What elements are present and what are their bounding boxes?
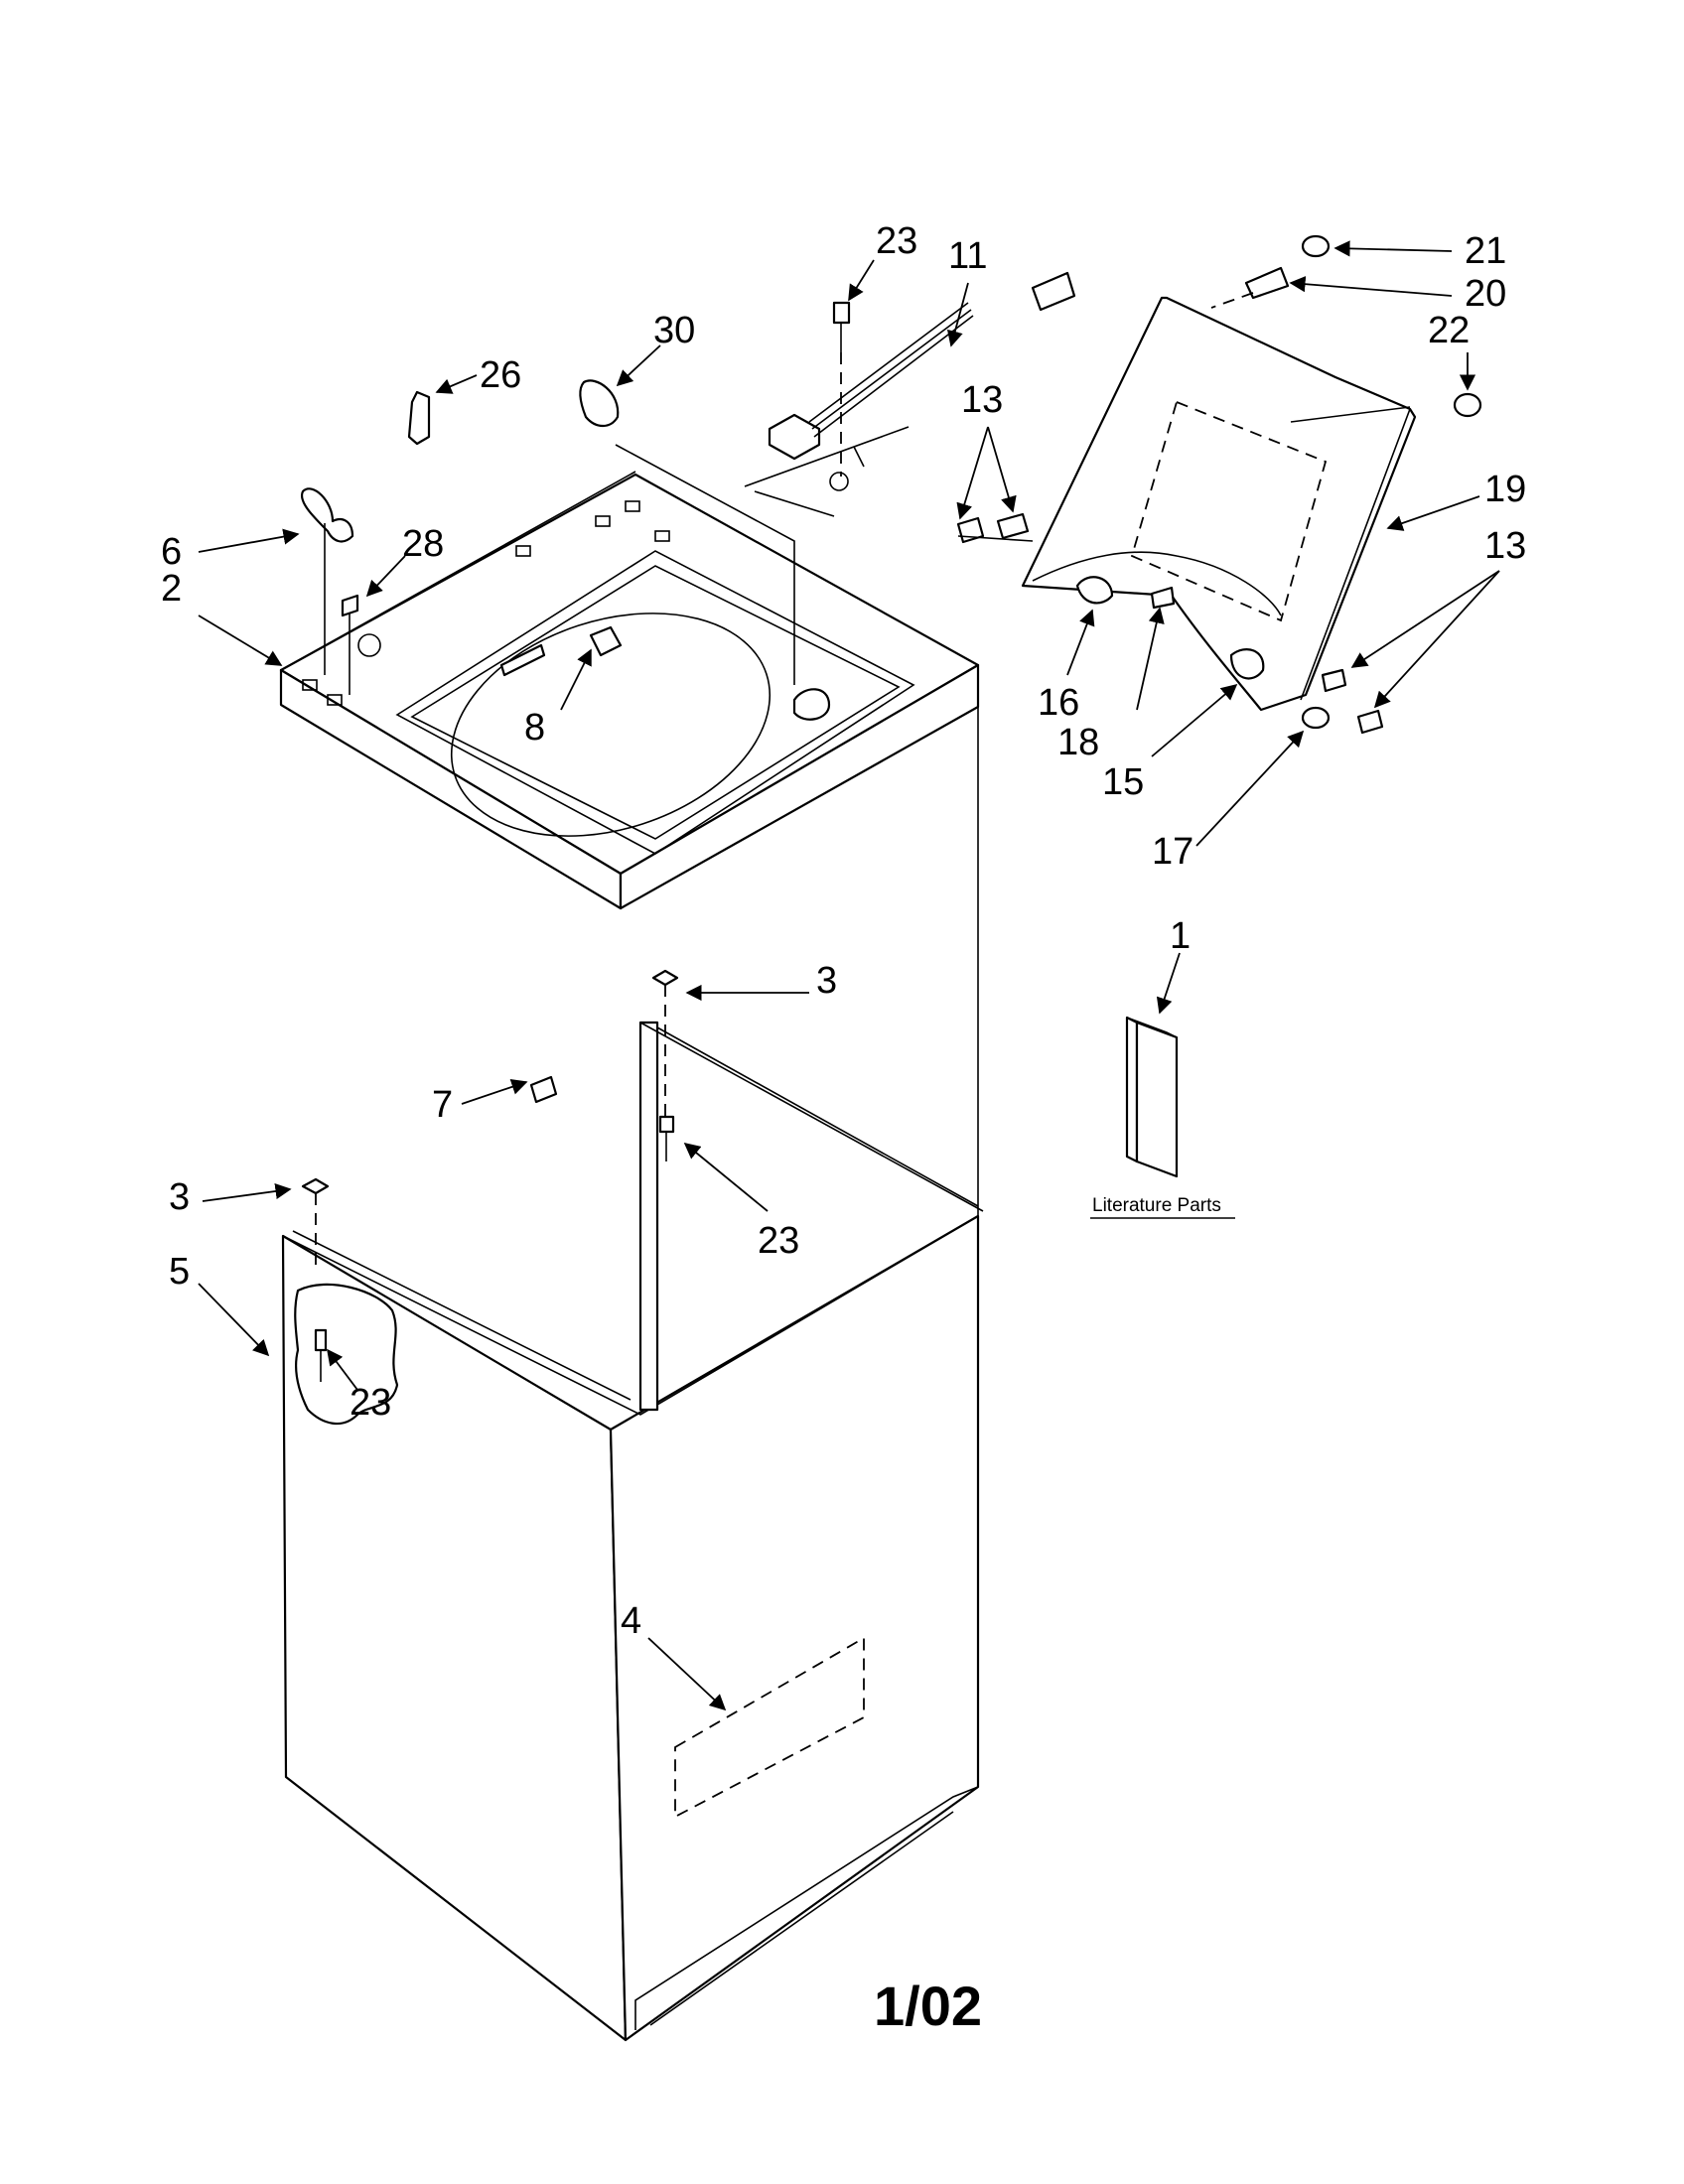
callout-4: 4 bbox=[621, 1600, 641, 1642]
callouts: 1 2 3 3 4 5 6 7 8 11 13 13 15 16 17 18 1… bbox=[161, 220, 1526, 1642]
callout-26: 26 bbox=[480, 354, 521, 396]
callout-3: 3 bbox=[816, 960, 837, 1002]
callout-23: 23 bbox=[876, 220, 917, 262]
literature-parts: Literature Parts bbox=[1090, 1016, 1235, 1219]
callout-5: 5 bbox=[169, 1251, 190, 1293]
lid bbox=[1021, 296, 1417, 712]
leader-lines bbox=[198, 240, 1500, 1711]
callout-17: 17 bbox=[1152, 831, 1193, 873]
callout-16: 16 bbox=[1038, 682, 1079, 724]
callout-11: 11 bbox=[948, 235, 987, 277]
small-parts bbox=[300, 234, 1482, 1271]
callout-28: 28 bbox=[402, 523, 444, 565]
callout-19: 19 bbox=[1484, 469, 1526, 510]
callout-18: 18 bbox=[1057, 722, 1099, 763]
callout-15: 15 bbox=[1102, 761, 1144, 803]
callout-2: 2 bbox=[161, 568, 182, 610]
callout-22: 22 bbox=[1428, 310, 1470, 351]
callout-23: 23 bbox=[350, 1382, 391, 1424]
callout-13: 13 bbox=[961, 379, 1003, 421]
callout-8: 8 bbox=[524, 707, 545, 749]
callout-21: 21 bbox=[1465, 230, 1506, 272]
callout-1: 1 bbox=[1170, 915, 1191, 957]
callout-3: 3 bbox=[169, 1176, 190, 1218]
callout-23: 23 bbox=[758, 1220, 799, 1262]
literature-parts-label: Literature Parts bbox=[1092, 1195, 1221, 1216]
page-number: 1/02 bbox=[874, 1975, 982, 2037]
callout-6: 6 bbox=[161, 531, 182, 573]
callout-30: 30 bbox=[653, 310, 695, 351]
callout-13: 13 bbox=[1484, 525, 1526, 567]
callout-20: 20 bbox=[1465, 273, 1506, 315]
callout-7: 7 bbox=[432, 1084, 453, 1126]
cabinet bbox=[281, 705, 984, 2042]
washer-top bbox=[279, 471, 980, 910]
